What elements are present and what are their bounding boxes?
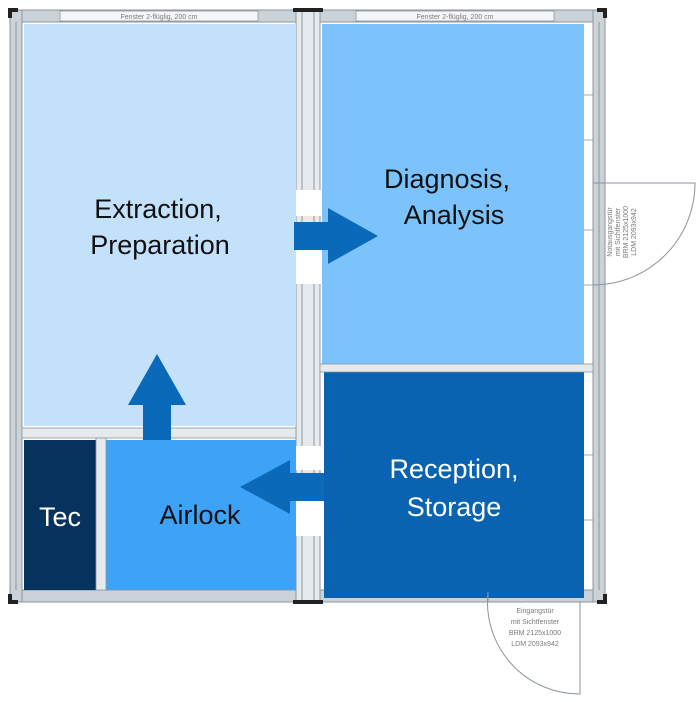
door-emergency: Notausgangstür mit Sichtfenster BRM 2125… (592, 182, 696, 286)
arrow-right-icon (294, 208, 378, 264)
door-emergency-line3: BRM 2125x1000 (623, 206, 630, 258)
post-bottom-center (293, 600, 323, 604)
room-reception (324, 372, 584, 598)
door-emergency-line1: Notausgangstür (607, 207, 614, 257)
post-top-left-v (8, 8, 12, 18)
door-entrance: Eingangstür mit Sichtfenster BRM 2125x10… (486, 591, 581, 695)
room-tec (24, 440, 96, 590)
passage-upper-1 (296, 190, 322, 216)
post-bottom-left (8, 600, 18, 604)
passage-lower-1 (296, 446, 322, 470)
door-emergency-line2: mit Sichtfenster (615, 207, 622, 256)
door-entrance-line4: LDM 2093x942 (511, 641, 559, 648)
label-tec: Tec (39, 502, 81, 532)
wall-diagnosis-reception (319, 363, 594, 373)
door-entrance-line1: Eingangstür (516, 608, 554, 615)
door-emergency-line4: LDM 2093x942 (631, 208, 638, 256)
post-top-right (597, 8, 607, 12)
window-label-left: Fenster 2-flüglig, 200 cm (120, 14, 197, 21)
window-left (59, 10, 259, 22)
label-extraction-line2: Preparation (90, 230, 230, 260)
label-reception-line2: Storage (407, 492, 502, 522)
post-bottom-right (597, 600, 607, 604)
label-extraction-line1: Extraction, (94, 194, 222, 224)
corner-posts (8, 8, 607, 604)
door-emergency-swing (592, 182, 696, 286)
door-entrance-line2: mit Sichtfenster (511, 619, 560, 626)
post-bottom-left-v (8, 594, 12, 604)
arrow-up-icon (128, 354, 186, 440)
post-bottom-right-v (603, 594, 607, 604)
post-top-center (293, 8, 323, 12)
label-diagnosis-line1: Diagnosis, (384, 164, 510, 194)
windows-top: Fenster 2-flüglig, 200 cm Fenster 2-flüg… (59, 10, 555, 22)
label-diagnosis-line2: Analysis (404, 200, 505, 230)
post-top-left (8, 8, 18, 12)
passage-upper-2 (296, 250, 322, 284)
label-reception-line1: Reception, (389, 454, 518, 484)
door-entrance-line3: BRM 2125x1000 (509, 630, 561, 637)
passage-lower-2 (296, 500, 322, 536)
label-airlock: Airlock (159, 500, 241, 530)
wall-tec-airlock (95, 437, 107, 591)
flow-arrows (128, 208, 378, 514)
arrow-left-icon (240, 460, 324, 514)
window-label-right: Fenster 2-flüglig, 200 cm (416, 14, 493, 21)
window-right (355, 10, 555, 22)
room-airlock (106, 440, 296, 590)
room-diagnosis (322, 24, 584, 364)
room-extraction (24, 24, 296, 426)
post-top-right-v (603, 8, 607, 18)
door-entrance-swing (486, 591, 581, 695)
